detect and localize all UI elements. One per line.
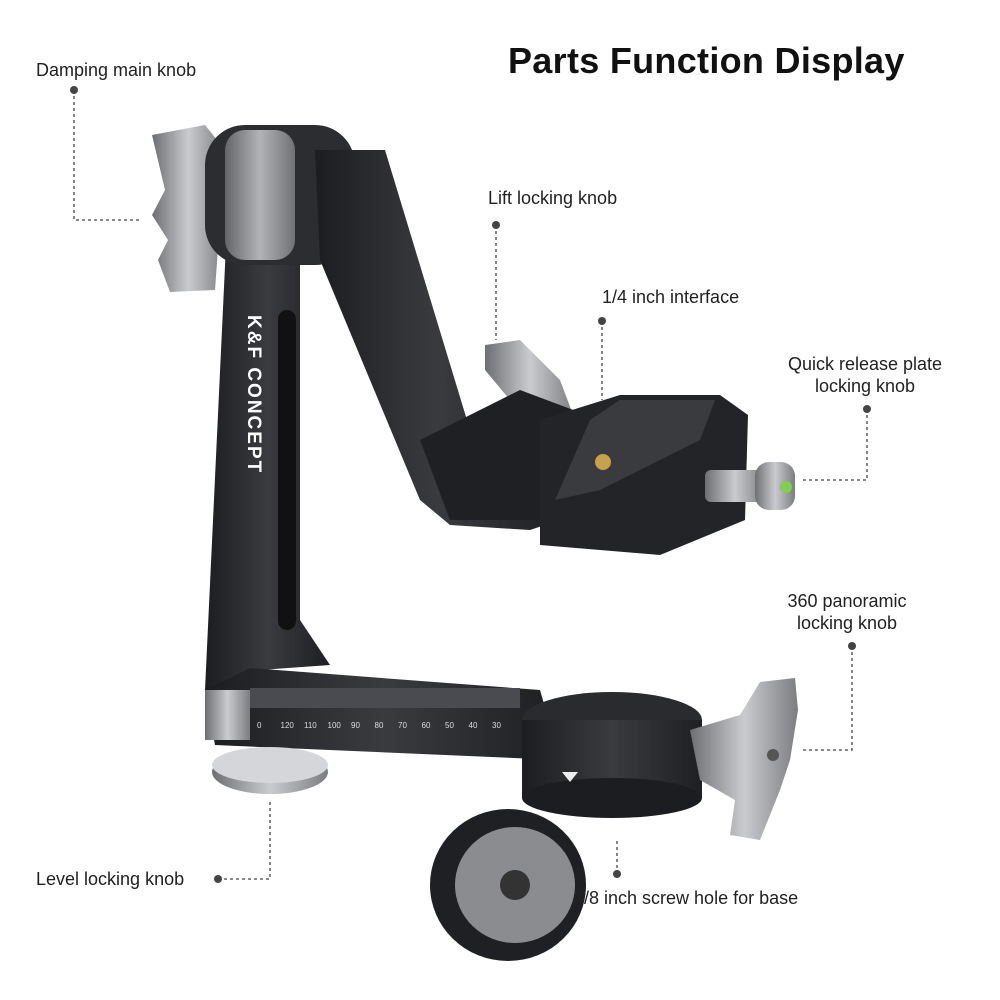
qr-locking-knob — [705, 470, 765, 502]
scale-number: 100 — [328, 721, 342, 730]
scale-number: 60 — [422, 721, 431, 730]
quarter-inch-screw — [595, 454, 611, 470]
leader-dots — [70, 86, 871, 883]
label-quarter-inch-interface: 1/4 inch interface — [602, 287, 740, 307]
screw-hole — [500, 870, 530, 900]
scale-number: 0 — [257, 721, 262, 730]
page-title: Parts Function Display — [508, 40, 905, 81]
brand-logo: K&F CONCEPT — [243, 315, 264, 474]
scale-number: 110 — [304, 721, 317, 730]
label-damping-main-knob: Damping main knob — [36, 60, 197, 80]
diagonal-arm — [315, 150, 560, 530]
scale-number: 50 — [445, 721, 454, 730]
scale-number: 120 — [281, 721, 295, 730]
bottom-arm — [205, 668, 560, 760]
label-line: 360 panoramic — [787, 591, 907, 611]
label-line: locking knob — [814, 376, 916, 396]
scale-number: 80 — [375, 721, 384, 730]
scale-number: 90 — [351, 721, 360, 730]
panoramic-locking-knob — [690, 678, 798, 840]
label-screw-hole: 3/8 inch screw hole for base — [574, 888, 799, 908]
label-panoramic-locking-knob: 360 panoramic locking knob — [747, 590, 947, 634]
vertical-arm — [205, 160, 330, 700]
scale-number: 40 — [469, 721, 478, 730]
label-lift-locking-knob: Lift locking knob — [488, 188, 618, 208]
bottom-arm-scale: 0 120 110 100 90 80 70 60 50 40 30 — [257, 721, 501, 730]
label-level-locking-knob: Level locking knob — [36, 869, 185, 889]
label-line: locking knob — [796, 613, 898, 633]
label-qr-plate-locking-knob: Quick release plate locking knob — [765, 353, 965, 397]
leader-lines — [73, 90, 868, 880]
label-line: Quick release plate — [787, 354, 943, 374]
scale-number: 70 — [398, 721, 407, 730]
scale-number: 30 — [492, 721, 501, 730]
